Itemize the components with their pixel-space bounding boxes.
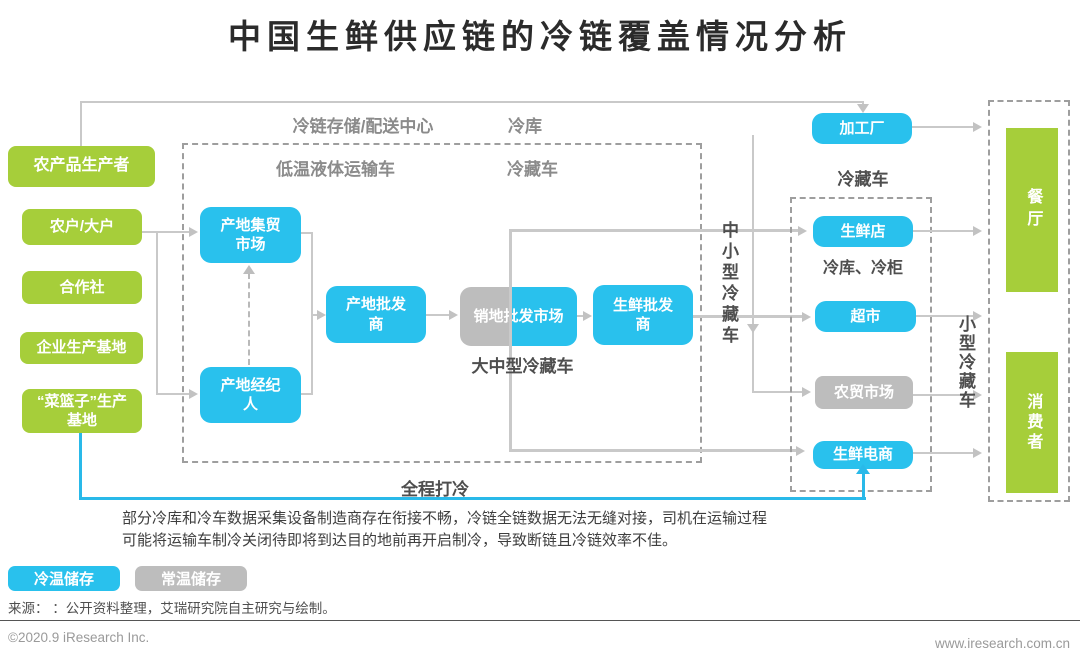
line-into-wholesaler <box>311 314 318 316</box>
arrow-store-consumer-icon <box>973 226 982 236</box>
arrow-full-cold-into-ecommerce-icon <box>856 464 870 474</box>
label-large-medium-refrigerated-truck: 大中型冷藏车 <box>471 357 574 376</box>
label-medium-small-refrigerated-truck: 中小型冷藏车 <box>719 221 738 347</box>
arrow-into-sales-market-icon <box>449 310 458 320</box>
node-vegetable-basket-base: “菜篮子”生产基地 <box>22 389 142 433</box>
line-top-route-drop <box>862 101 864 106</box>
arrow-into-fresh-store-icon <box>798 226 807 236</box>
line-farmersmarket-to-consumer <box>913 394 974 396</box>
label-low-temp-liquid-truck: 低温液体运输车 <box>276 160 395 179</box>
node-sales-wholesale-market: 销地批发市场 <box>460 287 577 346</box>
node-farmer: 农户/大户 <box>22 209 142 245</box>
node-supermarket: 超市 <box>815 301 916 332</box>
line-ecommerce-to-consumer <box>913 452 974 454</box>
arrow-down-feeder-icon <box>747 324 759 333</box>
node-agricultural-producer: 农产品生产者 <box>8 146 155 187</box>
note-paragraph: 部分冷库和冷车数据采集设备制造商存在衔接不畅，冷链全链数据无法无缝对接，司机在运… <box>122 508 902 552</box>
node-farmers-market: 农贸市场 <box>815 376 913 409</box>
line-merge-vertical <box>311 232 313 395</box>
line-feeder-vertical <box>752 135 754 393</box>
page-title: 中国生鲜供应链的冷链覆盖情况分析 <box>228 18 852 55</box>
source-note: 来源： ：公开资料整理，艾瑞研究院自主研究与绘制。 <box>8 601 336 616</box>
arrow-farmersmarket-consumer-icon <box>973 390 982 400</box>
footer-divider <box>0 620 1080 621</box>
copyright-text: ©2020.9 iResearch Inc. <box>8 630 150 645</box>
arrow-into-farmers-market-icon <box>802 387 811 397</box>
node-enterprise-base: 企业生产基地 <box>20 332 143 364</box>
line-top-route-horizontal <box>80 101 864 103</box>
line-broker-stub <box>301 393 313 395</box>
arrow-into-factory-icon <box>857 104 869 113</box>
arrow-factory-restaurant-icon <box>973 122 982 132</box>
line-into-sales-market <box>426 314 450 316</box>
line-broker-to-market-dashed <box>248 273 250 365</box>
label-full-cold-chain: 全程打冷 <box>401 480 469 499</box>
node-restaurant: 餐厅 <box>1006 128 1058 292</box>
note-line-2: 可能将运输车制冷关闭待即将到达目的地前再开启制冷，导致断链且冷链效率不佳。 <box>122 532 678 549</box>
node-origin-broker: 产地经纪人 <box>200 367 301 423</box>
label-cold-warehouse-cabinet: 冷库、冷柜 <box>822 260 903 277</box>
line-distribution-vertical <box>509 229 512 451</box>
line-into-fresh-wholesaler <box>577 315 584 317</box>
arrow-into-fresh-ecommerce-icon <box>796 446 805 456</box>
note-line-1: 部分冷库和冷车数据采集设备制造商存在衔接不畅，冷链全链数据无法无缝对接，司机在运… <box>122 510 768 527</box>
arrow-into-fresh-wholesaler-icon <box>583 311 592 321</box>
line-full-cold-horizontal <box>79 497 866 500</box>
arrow-ecommerce-consumer-icon <box>973 448 982 458</box>
line-store-to-consumer <box>913 230 974 232</box>
arrow-up-into-origin-market-icon <box>243 265 255 274</box>
retail-dashed-region <box>790 197 932 492</box>
line-farmer-to-market <box>142 231 190 233</box>
label-cold-chain-storage-center: 冷链存储/配送中心 <box>292 117 434 136</box>
label-refrigerated-truck-top: 冷藏车 <box>507 160 558 179</box>
node-cooperative: 合作社 <box>22 271 142 304</box>
label-small-refrigerated-truck: 小型冷藏车 <box>956 314 975 410</box>
legend-cold-storage: 冷温储存 <box>8 566 120 591</box>
label-refrigerated-truck-right: 冷藏车 <box>837 170 889 189</box>
arrow-into-origin-market-icon <box>189 227 198 237</box>
line-to-fresh-store <box>509 229 799 232</box>
arrow-supermarket-consumer-icon <box>973 311 982 321</box>
arrow-into-origin-broker-icon <box>189 389 198 399</box>
node-fresh-ecommerce: 生鲜电商 <box>813 441 913 469</box>
node-consumer: 消费者 <box>1006 352 1058 493</box>
line-full-cold-vertical-left <box>79 433 82 500</box>
node-origin-market: 产地集贸市场 <box>200 207 301 263</box>
consumer-dashed-region <box>988 100 1070 502</box>
line-market-stub <box>301 232 313 234</box>
legend-normal-storage: 常温储存 <box>135 566 247 591</box>
node-fresh-wholesaler: 生鲜批发商 <box>593 285 693 345</box>
line-full-cold-vertical-right <box>862 473 865 499</box>
node-fresh-store: 生鲜店 <box>813 216 913 247</box>
cold-chain-dashed-region <box>182 143 702 463</box>
node-origin-wholesaler: 产地批发商 <box>326 286 426 343</box>
arrow-into-origin-wholesaler-icon <box>317 310 326 320</box>
line-to-farmers-market <box>752 391 803 393</box>
line-to-broker <box>156 393 190 395</box>
line-to-fresh-ecommerce <box>509 449 797 452</box>
label-cold-warehouse: 冷库 <box>508 117 542 136</box>
website-text: www.iresearch.com.cn <box>934 636 1070 651</box>
arrow-into-supermarket-icon <box>802 312 811 322</box>
node-processing-factory: 加工厂 <box>812 113 912 144</box>
line-to-supermarket <box>693 315 803 318</box>
line-top-route-vertical <box>80 101 82 147</box>
line-producer-bus <box>156 231 158 395</box>
line-supermarket-to-consumer <box>916 315 974 317</box>
line-factory-to-restaurant <box>912 126 974 128</box>
